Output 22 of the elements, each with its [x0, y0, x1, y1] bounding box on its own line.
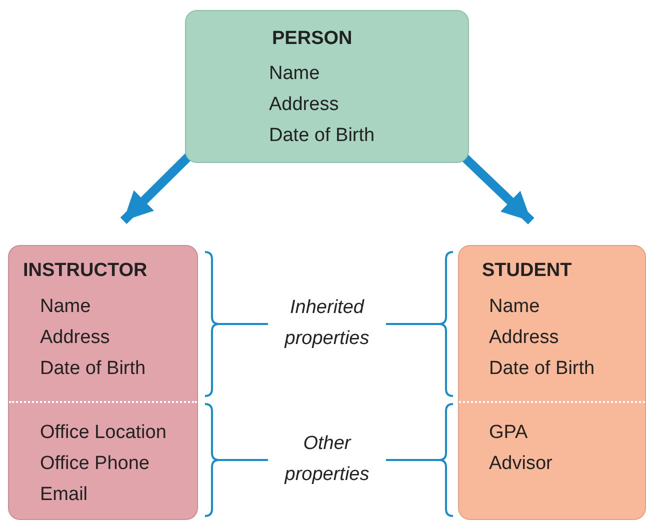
bracket-label: Other properties [283, 432, 370, 487]
class-name: INSTRUCTOR [23, 260, 148, 282]
property-name: Advisor [489, 453, 552, 475]
class-box [8, 245, 198, 520]
property-name: Office Phone [40, 453, 150, 475]
property-name: Name [40, 296, 91, 318]
property-name: Address [269, 94, 339, 116]
property-name: Office Location [40, 422, 166, 444]
class-box [458, 245, 646, 520]
property-name: Address [40, 327, 110, 349]
class-name: STUDENT [482, 260, 572, 282]
property-name: Date of Birth [40, 358, 146, 380]
class-name: PERSON [272, 28, 352, 50]
class-box [185, 10, 469, 163]
property-name: Address [489, 327, 559, 349]
property-name: Date of Birth [269, 125, 375, 147]
property-name: Date of Birth [489, 358, 595, 380]
property-name: Name [269, 63, 320, 85]
property-name: Email [40, 484, 88, 506]
bracket-label: Inherited properties [283, 296, 370, 351]
property-name: GPA [489, 422, 528, 444]
property-name: Name [489, 296, 540, 318]
